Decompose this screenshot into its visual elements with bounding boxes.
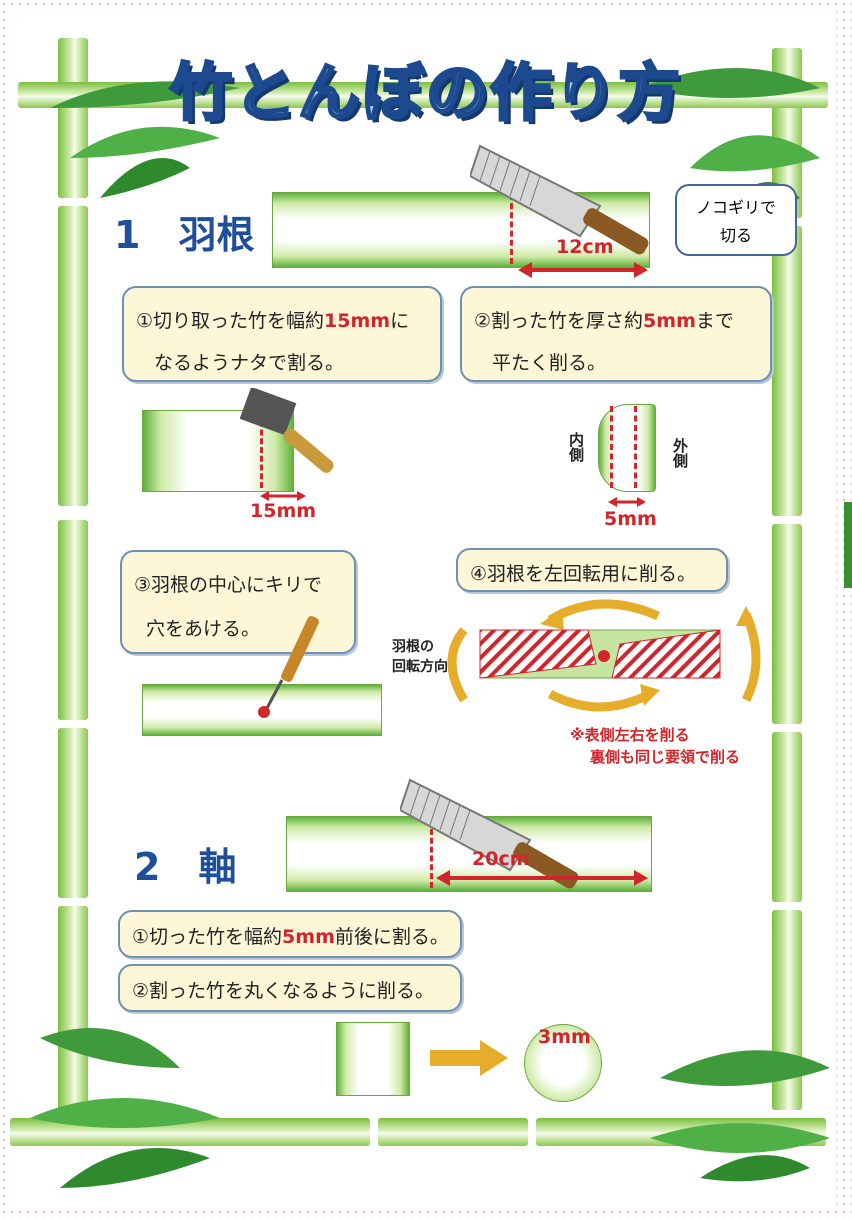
step3-line2: 穴をあける。: [146, 618, 261, 640]
callout-line1: ノコギリで: [695, 198, 776, 217]
measure-label-5mm: 5mm: [604, 508, 657, 530]
cut-line-section2: [430, 820, 433, 888]
drill-icon: [258, 616, 319, 718]
measure-label-12cm: 12cm: [556, 236, 614, 258]
bamboo-right-2: [772, 226, 802, 516]
cut-line-5mm-a: [610, 406, 613, 488]
section2-heading: 2 軸: [134, 845, 237, 889]
axis-step1-text-a: ①切った竹を幅約: [132, 926, 283, 948]
measure-label-3mm: 3mm: [538, 1026, 591, 1048]
cut-line-5mm-b: [634, 406, 637, 488]
bamboo-leaves-top-left: [50, 81, 240, 198]
step1-text-a: ①切り取った竹を幅約: [136, 310, 325, 332]
note-label-2: 裏側も同じ要領で削る: [590, 748, 741, 766]
measure-arrow-20cm: [436, 870, 648, 886]
bamboo-leaves-bottom-left: [30, 1028, 220, 1188]
label-inner: 内側: [567, 432, 585, 462]
measure-label-15mm: 15mm: [250, 500, 317, 522]
measure-label-20cm: 20cm: [472, 848, 530, 870]
step4-text: ④羽根を左回転用に削る。: [470, 563, 697, 585]
wing-diagram: [447, 599, 761, 712]
bamboo-bottom-2: [378, 1118, 528, 1146]
section1-heading: 1 羽根: [114, 213, 255, 257]
axis-circle: [524, 1024, 602, 1102]
bamboo-right-4: [772, 732, 802, 902]
measure-arrow-5mm: [608, 497, 646, 507]
poster-sheet: 竹とんぼの作り方 1 羽根 ノコギリで 切る 12cm ①切り取った竹を幅約15…: [10, 8, 836, 1211]
step3-line1: ③羽根の中心にキリで: [134, 574, 323, 596]
cut-line-15mm: [260, 412, 263, 488]
axis-step2-text: ②割った竹を丸くなるように削る。: [132, 980, 435, 1002]
step3-note: ③羽根の中心にキリで 穴をあける。: [120, 550, 356, 654]
step2-line2: 平たく削る。: [492, 352, 607, 374]
step1-line2: なるようナタで割る。: [154, 352, 345, 374]
bamboo-piece-5mm: [598, 404, 656, 492]
hatchet-icon: [240, 388, 334, 473]
bamboo-left-3: [58, 520, 88, 720]
saw-icon: [470, 144, 649, 255]
measure-arrow-12cm: [518, 262, 648, 278]
bamboo-leaves-bottom-right: [650, 1050, 830, 1182]
bamboo-left-4: [58, 728, 88, 898]
step2-text-a: ②割った竹を厚さ約: [474, 310, 644, 332]
step2-text-c: まで: [695, 310, 734, 332]
callout-saw: ノコギリで 切る: [675, 184, 797, 256]
callout-line2: 切る: [719, 226, 752, 245]
bamboo-left-2: [58, 206, 88, 506]
arrow-right-icon: [430, 1040, 508, 1076]
note-label-1: ※表側左右を削る: [570, 726, 690, 744]
bamboo-right-3: [772, 524, 802, 724]
measure-arrow-15mm: [260, 491, 306, 501]
page-title: 竹とんぼの作り方: [168, 55, 682, 131]
rotation-label-1: 羽根の: [392, 639, 434, 655]
axis-square: [336, 1022, 410, 1096]
axis-step1-text-c: 前後に割る。: [334, 926, 449, 948]
label-outer: 外側: [671, 438, 689, 468]
step1-note: ①切り取った竹を幅約15mmに なるようナタで割る。: [122, 286, 442, 382]
step2-note: ②割った竹を厚さ約5mmまで 平たく削る。: [460, 286, 772, 382]
step1-text-c: に: [390, 310, 410, 332]
side-tab: [844, 502, 852, 588]
rotation-label-2: 回転方向: [392, 659, 448, 675]
step4-note: ④羽根を左回転用に削る。: [456, 548, 728, 592]
axis-step1-value: 5mm: [282, 926, 335, 948]
cut-line-section1: [510, 194, 513, 264]
step1-value: 15mm: [324, 310, 391, 332]
axis-step1-note: ①切った竹を幅約5mm前後に割る。: [118, 910, 462, 958]
bamboo-left-1: [58, 38, 88, 198]
bamboo-left-5: [58, 906, 88, 1116]
step2-value: 5mm: [643, 310, 696, 332]
axis-step2-note: ②割った竹を丸くなるように削る。: [118, 964, 462, 1012]
